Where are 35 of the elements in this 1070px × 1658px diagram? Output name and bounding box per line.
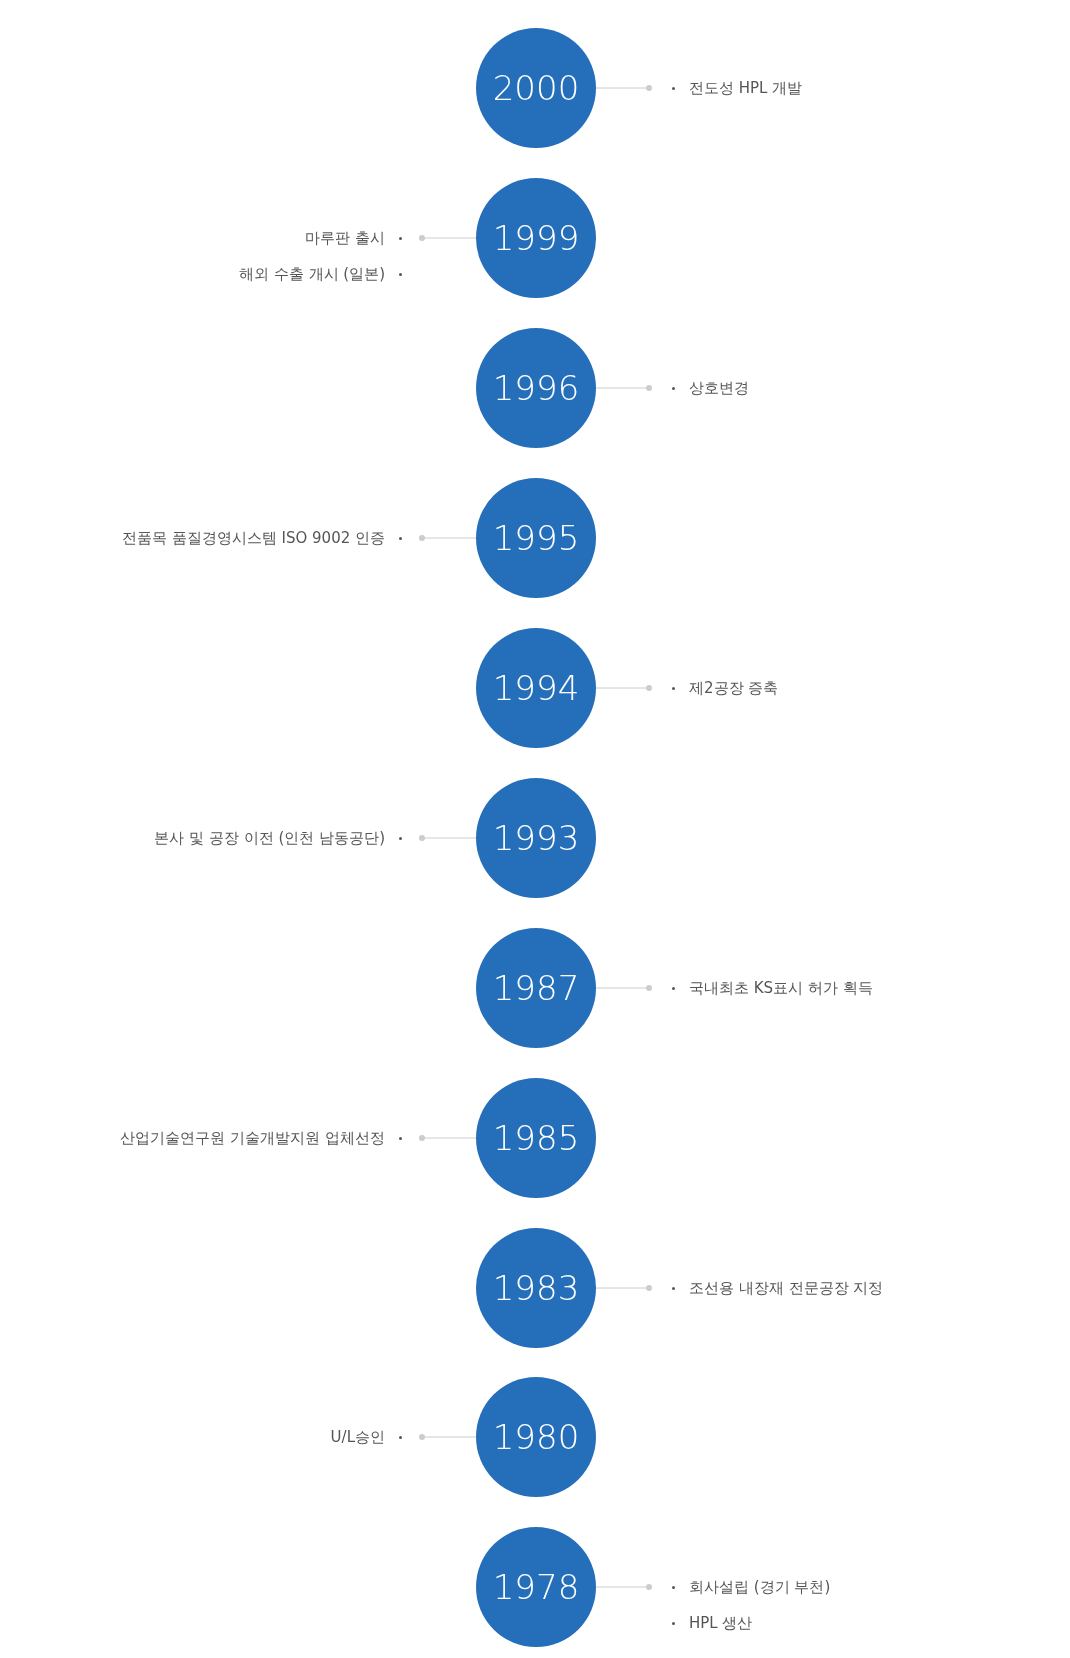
year-circle: 1985 [476,1078,596,1198]
event-text: 산업기술연구원 기술개발지원 업체선정 [120,1128,385,1148]
leader-line [595,985,653,991]
year-circle: 1999 [476,178,596,298]
event-text: 해외 수출 개시 (일본) [239,264,385,284]
leader-line [595,1285,653,1291]
leader-line [595,1584,653,1590]
leader-line [595,85,653,91]
event-text: 상호변경 [689,378,749,398]
event-text: 전도성 HPL 개발 [689,78,803,98]
event-text: 마루판 출시 [305,228,385,248]
leader-line [418,1434,477,1440]
event-text: HPL 생산 [689,1613,753,1633]
year-circle: 1995 [476,478,596,598]
event-text: 조선용 내장재 전문공장 지정 [689,1278,884,1298]
year-circle: 1980 [476,1377,596,1497]
year-circle: 1996 [476,328,596,448]
event-text: 국내최초 KS표시 허가 획득 [689,978,873,998]
year-circle: 1993 [476,778,596,898]
leader-line [595,685,653,691]
event-text: 제2공장 증축 [689,678,779,698]
leader-line [595,385,653,391]
event-text: 전품목 품질경영시스템 ISO 9002 인증 [122,528,385,548]
event-text: 본사 및 공장 이전 (인천 남동공단) [154,828,385,848]
event-text: U/L승인 [330,1427,385,1447]
leader-line [418,835,477,841]
leader-line [418,535,477,541]
leader-line [418,235,477,241]
leader-line [418,1135,477,1141]
year-circle: 1983 [476,1228,596,1348]
event-text: 회사설립 (경기 부천) [689,1577,831,1597]
year-circle: 1994 [476,628,596,748]
year-circle: 1987 [476,928,596,1048]
year-circle: 1978 [476,1527,596,1647]
year-circle: 2000 [476,28,596,148]
